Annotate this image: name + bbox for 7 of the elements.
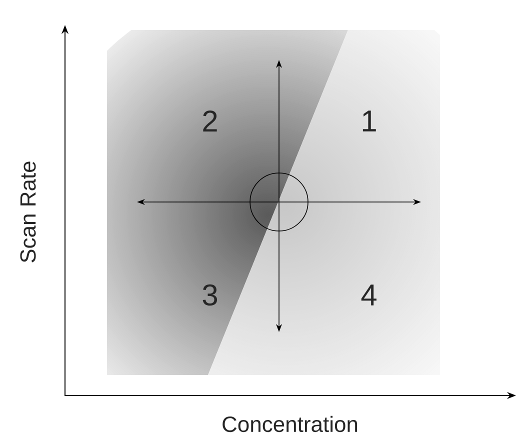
circle-marker [250, 172, 308, 232]
axis-label: Concentration [222, 416, 358, 432]
region-number: 1 [362, 110, 376, 132]
axis-label: Scan Rate [20, 162, 36, 262]
region-number: 4 [361, 284, 376, 306]
region-number: 3 [202, 284, 218, 306]
region-number: 2 [203, 110, 217, 132]
